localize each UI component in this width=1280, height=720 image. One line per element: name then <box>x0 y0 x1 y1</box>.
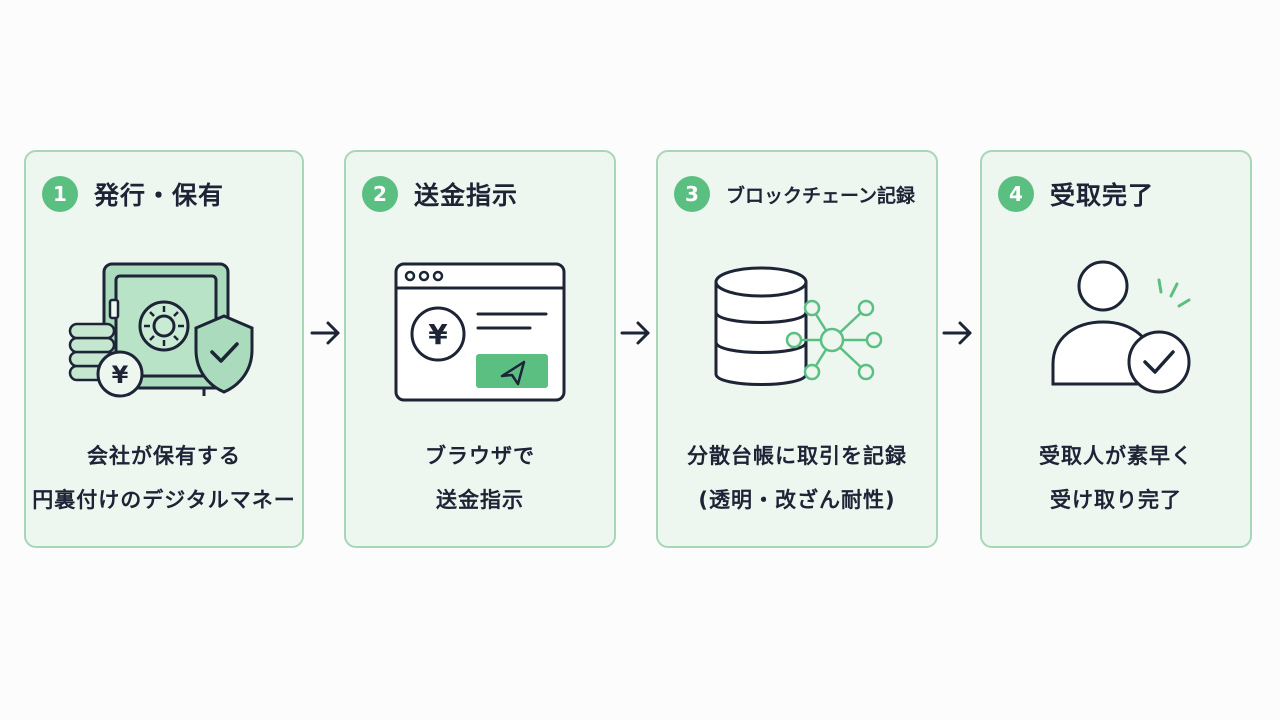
yen-symbol: ¥ <box>112 361 129 389</box>
arrow-right-icon <box>310 321 340 345</box>
step-description-2: ブラウザで 送金指示 <box>346 434 614 522</box>
person-check-icon <box>982 244 1250 414</box>
step-description-3: 分散台帳に取引を記録 (透明・改ざん耐性) <box>658 434 936 522</box>
step-card-1: 1 発行・保有 <box>24 150 304 548</box>
step-title: 送金指示 <box>414 181 519 210</box>
browser-yen-send-icon: ¥ <box>346 244 614 414</box>
description-line: 会社が保有する <box>87 444 241 468</box>
step-card-4: 4 受取完了 受取人が素早く 受け取り完了 <box>980 150 1252 548</box>
description-line: 受取人が素早く <box>1039 444 1193 468</box>
description-line: (透明・改ざん耐性) <box>698 488 896 512</box>
step-number-badge: 1 <box>42 176 78 212</box>
step-header-3: 3 ブロックチェーン記録 <box>674 176 926 212</box>
description-line: 送金指示 <box>436 488 524 512</box>
safe-coins-shield-icon: ¥ <box>26 244 302 414</box>
step-number-badge: 3 <box>674 176 710 212</box>
step-header-4: 4 受取完了 <box>998 176 1240 212</box>
arrow-right-icon <box>942 321 972 345</box>
arrow-right-icon <box>620 321 650 345</box>
step-description-1: 会社が保有する 円裏付けのデジタルマネー <box>26 434 302 522</box>
description-line: ブラウザで <box>425 444 535 468</box>
yen-symbol: ¥ <box>428 318 448 351</box>
step-header-1: 1 発行・保有 <box>42 176 292 212</box>
step-number-badge: 4 <box>998 176 1034 212</box>
database-network-icon <box>658 244 936 414</box>
step-title: 受取完了 <box>1050 181 1155 210</box>
description-line: 受け取り完了 <box>1050 488 1182 512</box>
step-title: ブロックチェーン記録 <box>726 184 916 207</box>
step-header-2: 2 送金指示 <box>362 176 604 212</box>
description-line: 円裏付けのデジタルマネー <box>32 488 296 512</box>
step-card-3: 3 ブロックチェーン記録 <box>656 150 938 548</box>
step-number-badge: 2 <box>362 176 398 212</box>
description-line: 分散台帳に取引を記録 <box>687 444 907 468</box>
step-description-4: 受取人が素早く 受け取り完了 <box>982 434 1250 522</box>
step-card-2: 2 送金指示 ¥ ブラウザで 送金指示 <box>344 150 616 548</box>
step-title: 発行・保有 <box>94 181 225 210</box>
send-icon <box>500 360 526 386</box>
